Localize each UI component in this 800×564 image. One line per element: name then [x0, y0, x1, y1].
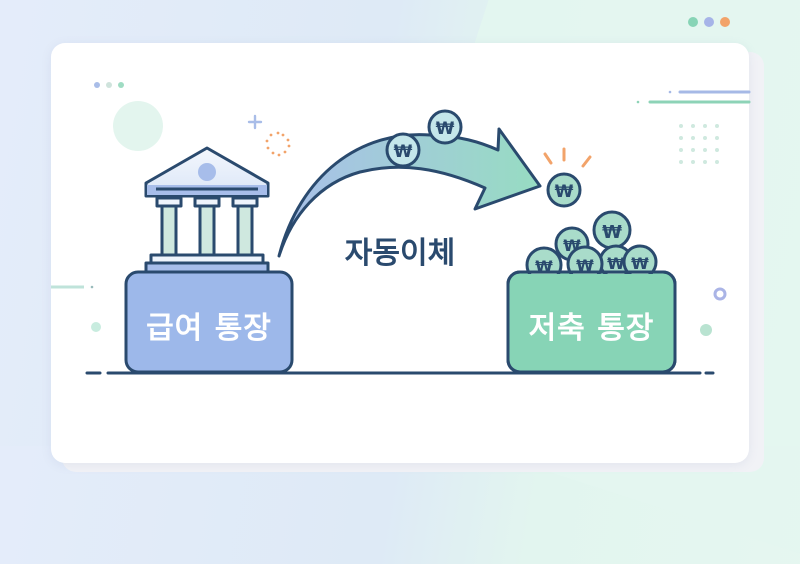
decor-dot-grid [679, 124, 719, 164]
plus-icon [247, 114, 263, 130]
auto-transfer-label: 자동이체 [344, 236, 456, 271]
dot [106, 82, 112, 88]
coin-icon: ₩ [427, 109, 463, 145]
curved-arrow-icon [277, 127, 542, 258]
falling-coin-icon: ₩ [546, 172, 582, 208]
dot [688, 17, 698, 27]
transfer-scene: ₩ ₩ ₩ ₩ ₩ ₩ ₩ ₩ ₩ [51, 90, 751, 375]
target-account-box-outline [506, 270, 677, 374]
svg-text:₩: ₩ [602, 222, 622, 243]
sparkle-lines-icon [543, 147, 592, 168]
source-account-box [124, 270, 294, 374]
dot [704, 17, 714, 27]
svg-text:₩: ₩ [436, 119, 455, 139]
svg-text:₩: ₩ [576, 256, 594, 275]
decor-dots-top-right [688, 17, 730, 27]
coin-icon: ₩ [385, 132, 421, 168]
decor-light-circle [113, 101, 163, 151]
sparkle-ring-icon [265, 131, 291, 157]
source-account-label: 급여 통장 [146, 311, 272, 346]
dot [118, 82, 124, 88]
bank-building-icon [144, 146, 270, 275]
decor-left-line [51, 285, 101, 332]
target-account-box-fill [510, 274, 673, 370]
decor-right-circles [700, 287, 727, 336]
dot [720, 17, 730, 27]
svg-text:₩: ₩ [394, 142, 413, 162]
target-account-label: 저축 통장 [528, 311, 655, 346]
dot [94, 82, 100, 88]
svg-text:₩: ₩ [631, 254, 649, 273]
svg-text:₩: ₩ [555, 182, 574, 202]
decor-lines-right [636, 90, 751, 104]
svg-text:₩: ₩ [607, 254, 625, 273]
decor-dots-left [94, 82, 124, 88]
